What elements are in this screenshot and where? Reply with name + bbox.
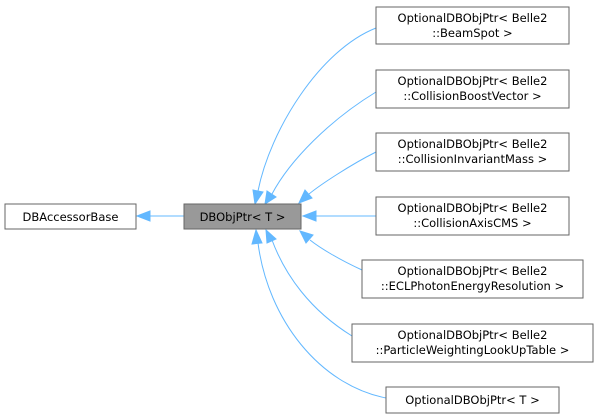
edge-invmass-to-current — [308, 151, 377, 195]
node-dbaccessorbase[interactable]: DBAccessorBase — [4, 203, 137, 230]
node-label-line1: OptionalDBObjPtr< Belle2 — [398, 74, 548, 88]
node-optional-beamspot[interactable]: OptionalDBObjPtr< Belle2 ::BeamSpot > — [375, 6, 570, 45]
node-optional-collisionaxiscms[interactable]: OptionalDBObjPtr< Belle2 ::CollisionAxis… — [375, 196, 570, 236]
arrowhead-boost — [264, 190, 277, 206]
arrowhead-invmass — [298, 189, 313, 204]
edge-weighting-to-current — [271, 239, 353, 337]
arrowhead-generic — [251, 228, 263, 245]
node-label-line2: ::ECLPhotonEnergyResolution > — [381, 279, 564, 293]
node-label-line1: OptionalDBObjPtr< Belle2 — [398, 328, 548, 342]
edge-generic-to-current — [257, 242, 387, 399]
edges — [135, 27, 387, 399]
node-label-line2: ::BeamSpot > — [432, 26, 512, 40]
node-dbobjptr-current[interactable]: DBObjPtr< T > — [183, 203, 302, 230]
node-label-line1: OptionalDBObjPtr< Belle2 — [398, 11, 548, 25]
arrowhead-weighting — [265, 228, 277, 244]
node-label-line2: ::CollisionBoostVector > — [403, 89, 541, 103]
node-label: DBObjPtr< T > — [200, 210, 286, 224]
node-optional-collisionboostvector[interactable]: OptionalDBObjPtr< Belle2 ::CollisionBoos… — [375, 69, 570, 109]
arrowhead-base — [135, 210, 151, 222]
edge-beamspot-to-current — [257, 27, 377, 192]
node-label-line1: OptionalDBObjPtr< Belle2 — [398, 264, 548, 278]
node-label-line2: ::CollisionInvariantMass > — [398, 152, 547, 166]
node-label-line1: OptionalDBObjPtr< Belle2 — [398, 201, 548, 215]
node-label: OptionalDBObjPtr< T > — [405, 393, 540, 407]
arrowhead-axis — [301, 210, 317, 222]
arrowhead-ecl — [299, 230, 314, 244]
arrowhead-beamspot — [252, 189, 264, 206]
node-label-line2: ::ParticleWeightingLookUpTable > — [376, 343, 570, 357]
node-optional-particleweightinglookuptable[interactable]: OptionalDBObjPtr< Belle2 ::ParticleWeigh… — [351, 323, 594, 363]
node-label: DBAccessorBase — [23, 210, 119, 224]
node-optional-generic[interactable]: OptionalDBObjPtr< T > — [385, 386, 560, 414]
node-optional-collisioninvariantmass[interactable]: OptionalDBObjPtr< Belle2 ::CollisionInva… — [375, 132, 570, 172]
edge-ecl-to-current — [309, 239, 363, 271]
node-optional-eclphotonenergyresolution[interactable]: OptionalDBObjPtr< Belle2 ::ECLPhotonEner… — [361, 259, 584, 299]
node-label-line2: ::CollisionAxisCMS > — [413, 216, 531, 230]
node-label-line1: OptionalDBObjPtr< Belle2 — [398, 137, 548, 151]
edge-boost-to-current — [271, 91, 377, 195]
